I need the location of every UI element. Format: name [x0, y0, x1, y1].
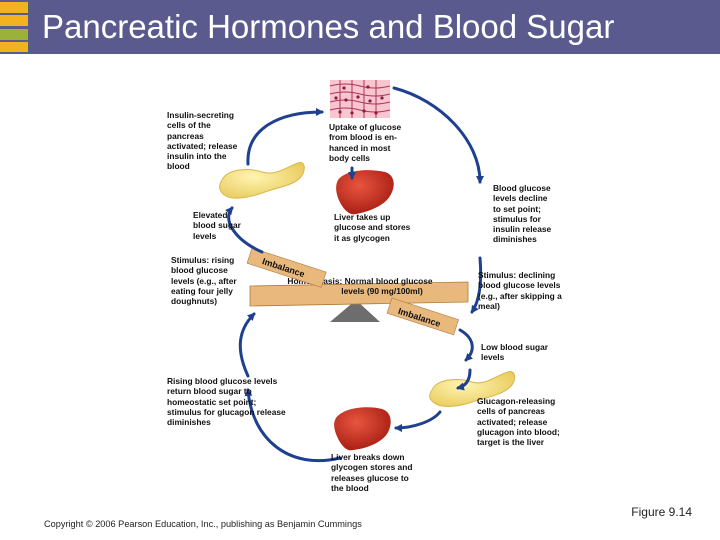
cycle-arrow — [456, 368, 472, 391]
cycle-arrow — [225, 206, 264, 254]
label-bg-decline: Blood glucose levels decline to set poin… — [493, 183, 552, 245]
seesaw-fulcrum — [330, 300, 380, 322]
cycle-arrow — [392, 86, 484, 184]
label-glucagon-cells: Glucagon-releasing cells of pancreas act… — [477, 396, 560, 448]
accent-square-orange — [0, 15, 28, 26]
label-elevated: Elevated blood sugar levels — [193, 210, 241, 241]
copyright-notice: Copyright © 2006 Pearson Education, Inc.… — [44, 519, 362, 529]
homeostasis-label-line2: levels (90 mg/100ml) — [341, 286, 423, 296]
label-insulin-cells: Insulin-secreting cells of the pancreas … — [167, 110, 238, 172]
accent-square-orange — [0, 2, 28, 13]
label-stimulus-rising: Stimulus: rising blood glucose levels (e… — [171, 255, 237, 307]
homeostasis-label: Homeostasis: Normal blood glucose — [287, 276, 433, 286]
accent-square-green — [0, 29, 28, 40]
cycle-arrow — [246, 108, 324, 166]
accent-square-orange — [0, 42, 28, 52]
cycle-arrow — [394, 410, 442, 432]
label-rising-return: Rising blood glucose levels return blood… — [167, 376, 286, 428]
pancreas-icon — [219, 162, 305, 199]
body-cells-icon — [329, 80, 391, 118]
label-liver-takes: Liver takes up glucose and stores it as … — [334, 212, 411, 243]
cycle-arrow — [244, 388, 342, 463]
label-uptake: Uptake of glucose from blood is en-hance… — [329, 122, 402, 163]
pancreas-icon — [429, 371, 516, 407]
seesaw-plank — [249, 281, 469, 307]
liver-icon — [336, 170, 394, 215]
label-low-blood-sugar: Low blood sugar levels — [481, 342, 548, 363]
cycle-arrow — [238, 312, 256, 378]
liver-icon — [334, 407, 391, 451]
cycle-arrow — [458, 328, 474, 362]
imbalance-plank-bottom: Imbalance — [386, 297, 459, 336]
label-liver-breaks: Liver breaks down glycogen stores and re… — [331, 452, 413, 493]
slide-title: Pancreatic Hormones and Blood Sugar — [42, 8, 615, 45]
cycle-arrow — [470, 256, 483, 314]
figure-number: Figure 9.14 — [631, 505, 692, 519]
label-stimulus-declining: Stimulus: declining blood glucose levels… — [478, 270, 562, 311]
title-bar: Pancreatic Hormones and Blood Sugar — [0, 0, 720, 54]
